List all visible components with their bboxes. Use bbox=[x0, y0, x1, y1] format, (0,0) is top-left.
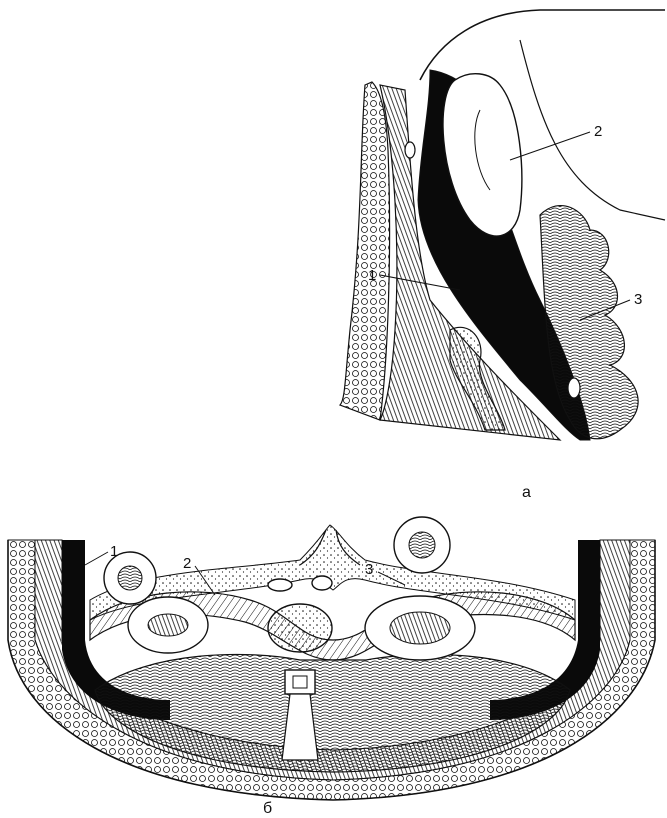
figure-a: 1 2 3 а bbox=[340, 10, 665, 501]
leader-2-a bbox=[510, 132, 590, 160]
figure-b: 1 2 3 б bbox=[8, 517, 655, 817]
vessel-b-1 bbox=[268, 579, 292, 591]
caption-a: а bbox=[522, 484, 531, 501]
label-1-a: 1 bbox=[368, 267, 376, 284]
label-3-b: 3 bbox=[365, 561, 373, 578]
vessel-a-2 bbox=[405, 142, 415, 158]
caption-b: б bbox=[263, 800, 272, 817]
label-2-b: 2 bbox=[183, 555, 191, 572]
label-1-b: 1 bbox=[110, 543, 118, 560]
skin-fat-layer-a bbox=[340, 82, 390, 420]
vessel-a-1 bbox=[568, 378, 580, 398]
outer-boundary-a bbox=[420, 10, 665, 80]
inner-boundary-a bbox=[520, 40, 665, 220]
leader-1-b bbox=[85, 552, 108, 565]
label-2-a: 2 bbox=[594, 123, 602, 140]
vertebral-body-b bbox=[268, 604, 332, 652]
vessel-b-2 bbox=[312, 576, 332, 590]
label-3-a: 3 bbox=[634, 291, 642, 308]
